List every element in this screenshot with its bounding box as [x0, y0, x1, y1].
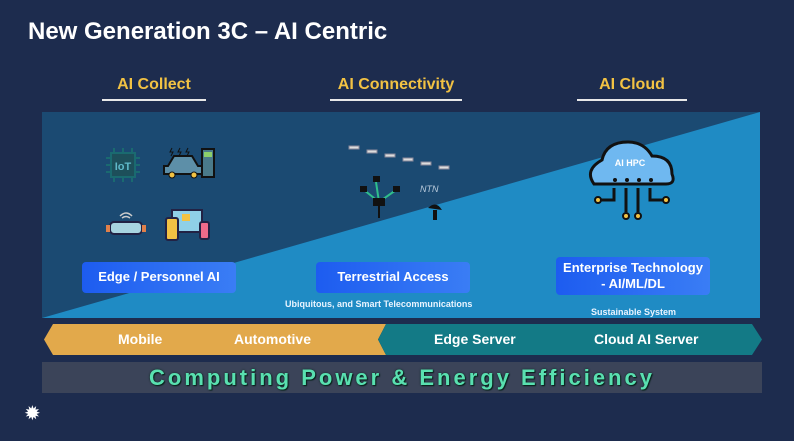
segment-automotive: Automotive — [234, 331, 311, 347]
segment-arrow-band: Mobile Automotive Edge Server Cloud AI S… — [44, 324, 762, 355]
enterprise-line-1: Enterprise Technology — [563, 259, 703, 275]
segment-cloud-ai-server: Cloud AI Server — [594, 331, 699, 347]
enterprise-line-2: - AI/ML/DL — [601, 276, 665, 291]
footer-banner: Computing Power & Energy Efficiency — [42, 362, 762, 393]
ev-charging-icon — [163, 147, 215, 179]
segment-mobile: Mobile — [118, 331, 163, 347]
edge-personnel-ai-card: Edge / Personnel AI — [82, 262, 236, 293]
devices-icon — [165, 209, 210, 241]
svg-text:IoT: IoT — [115, 161, 132, 173]
svg-text:AI HPC: AI HPC — [615, 158, 646, 168]
heading-ai-collect: AI Collect — [102, 76, 206, 101]
vr-headset-icon — [106, 212, 146, 235]
terrestrial-access-card: Terrestrial Access — [316, 262, 470, 293]
heading-ai-connectivity: AI Connectivity — [330, 76, 462, 101]
cloud-ai-hpc-icon: AI HPC — [588, 140, 675, 220]
arrow-shapes — [44, 324, 762, 355]
terrestrial-subtitle: Ubiquitous, and Smart Telecommunications — [285, 299, 473, 309]
heading-ai-cloud: AI Cloud — [577, 76, 687, 101]
satellite-dish-icon — [428, 204, 442, 220]
enterprise-subtitle: Sustainable System — [591, 307, 677, 317]
logo-icon: ✹ — [24, 403, 41, 425]
segment-edge-server: Edge Server — [434, 331, 516, 347]
enterprise-technology-card: Enterprise Technology - AI/ML/DL — [556, 257, 710, 295]
satellite-constellation-icon — [348, 145, 450, 170]
ntn-label: NTN — [420, 184, 439, 194]
antenna-network-icon — [360, 176, 400, 218]
iot-chip-icon: IoT — [106, 148, 140, 182]
slide-title: New Generation 3C – AI Centric — [28, 18, 388, 45]
